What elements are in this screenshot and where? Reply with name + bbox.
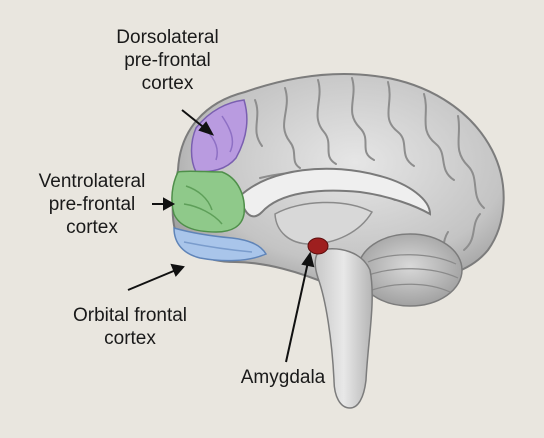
vlpfc-label-line: pre-frontal <box>48 194 136 215</box>
thalamus <box>274 201 374 245</box>
amygdala-label-line: Amygdala <box>240 367 326 388</box>
dlpfc-label: Dorsolateral pre-frontal cortex <box>100 26 235 95</box>
ofc-label: Orbital frontal cortex <box>60 304 200 350</box>
vlpfc-label-line: Ventrolateral <box>38 171 146 192</box>
ofc-region <box>173 227 268 262</box>
dlpfc-label-line: cortex <box>141 73 194 94</box>
amygdala-label: Amygdala <box>228 366 338 389</box>
dlpfc-label-line: pre-frontal <box>124 50 211 71</box>
pointer-arrows <box>127 109 315 363</box>
amygdala-region <box>307 237 329 255</box>
dlpfc-region <box>190 99 248 173</box>
corpus-callosum <box>238 167 432 218</box>
vlpfc-label-line: cortex <box>66 217 118 238</box>
ofc-label-line: Orbital frontal <box>72 305 188 326</box>
vlpfc-label: Ventrolateral pre-frontal cortex <box>22 170 162 239</box>
cerebellum <box>357 233 463 307</box>
ofc-label-line: cortex <box>104 328 156 349</box>
brainstem <box>314 248 373 409</box>
dlpfc-label-line: Dorsolateral <box>116 27 219 48</box>
